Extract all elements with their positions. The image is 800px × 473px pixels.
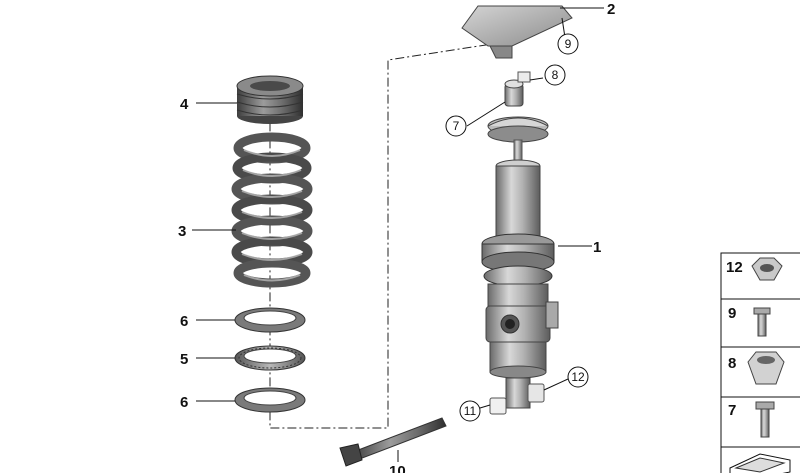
- callout-6-upper: 6: [180, 313, 188, 330]
- svg-text:11: 11: [464, 404, 477, 418]
- circled-callout-7: 7: [445, 115, 467, 137]
- svg-text:9: 9: [565, 37, 572, 51]
- bump-stop-part-4: [236, 75, 304, 124]
- callout-4: 4: [180, 96, 189, 113]
- callout-5: 5: [180, 351, 188, 368]
- callout-10: 10: [389, 463, 406, 473]
- circled-callout-11: 11: [459, 400, 481, 422]
- top-bushing-part-7: [504, 79, 524, 107]
- long-bolt-part-10: [339, 417, 447, 467]
- circled-callout-8: 8: [544, 64, 566, 86]
- top-mount-plate-part-2: [461, 5, 573, 59]
- panel-item-7: 7: [728, 401, 775, 438]
- callout-1: 1: [593, 239, 601, 256]
- lower-bushing-part-11: [489, 397, 507, 415]
- callout-2: 2: [607, 1, 615, 18]
- svg-text:12: 12: [726, 259, 743, 276]
- svg-text:7: 7: [453, 119, 460, 133]
- circled-callout-12: 12: [567, 366, 589, 388]
- svg-text:12: 12: [571, 370, 585, 384]
- thrust-bearing-part-5: [234, 345, 306, 371]
- top-nut-part-8: [517, 71, 531, 83]
- callout-6-lower: 6: [180, 394, 188, 411]
- panel-item-8: 8: [728, 351, 785, 385]
- svg-text:9: 9: [728, 305, 736, 322]
- callout-3: 3: [178, 223, 186, 240]
- svg-text:8: 8: [552, 68, 559, 82]
- panel-item-arrow: [729, 453, 791, 473]
- svg-text:8: 8: [728, 355, 736, 372]
- panel-item-9: 9: [728, 305, 771, 337]
- lower-bushing-part-12: [527, 383, 545, 403]
- circled-callout-9: 9: [557, 33, 579, 55]
- coil-spring-part-3: [231, 132, 313, 288]
- svg-text:7: 7: [728, 402, 736, 419]
- panel-item-12: 12: [726, 257, 783, 281]
- shock-absorber-part-1: [481, 116, 559, 409]
- washer-part-6-lower: [234, 387, 306, 413]
- washer-part-6-upper: [234, 307, 306, 333]
